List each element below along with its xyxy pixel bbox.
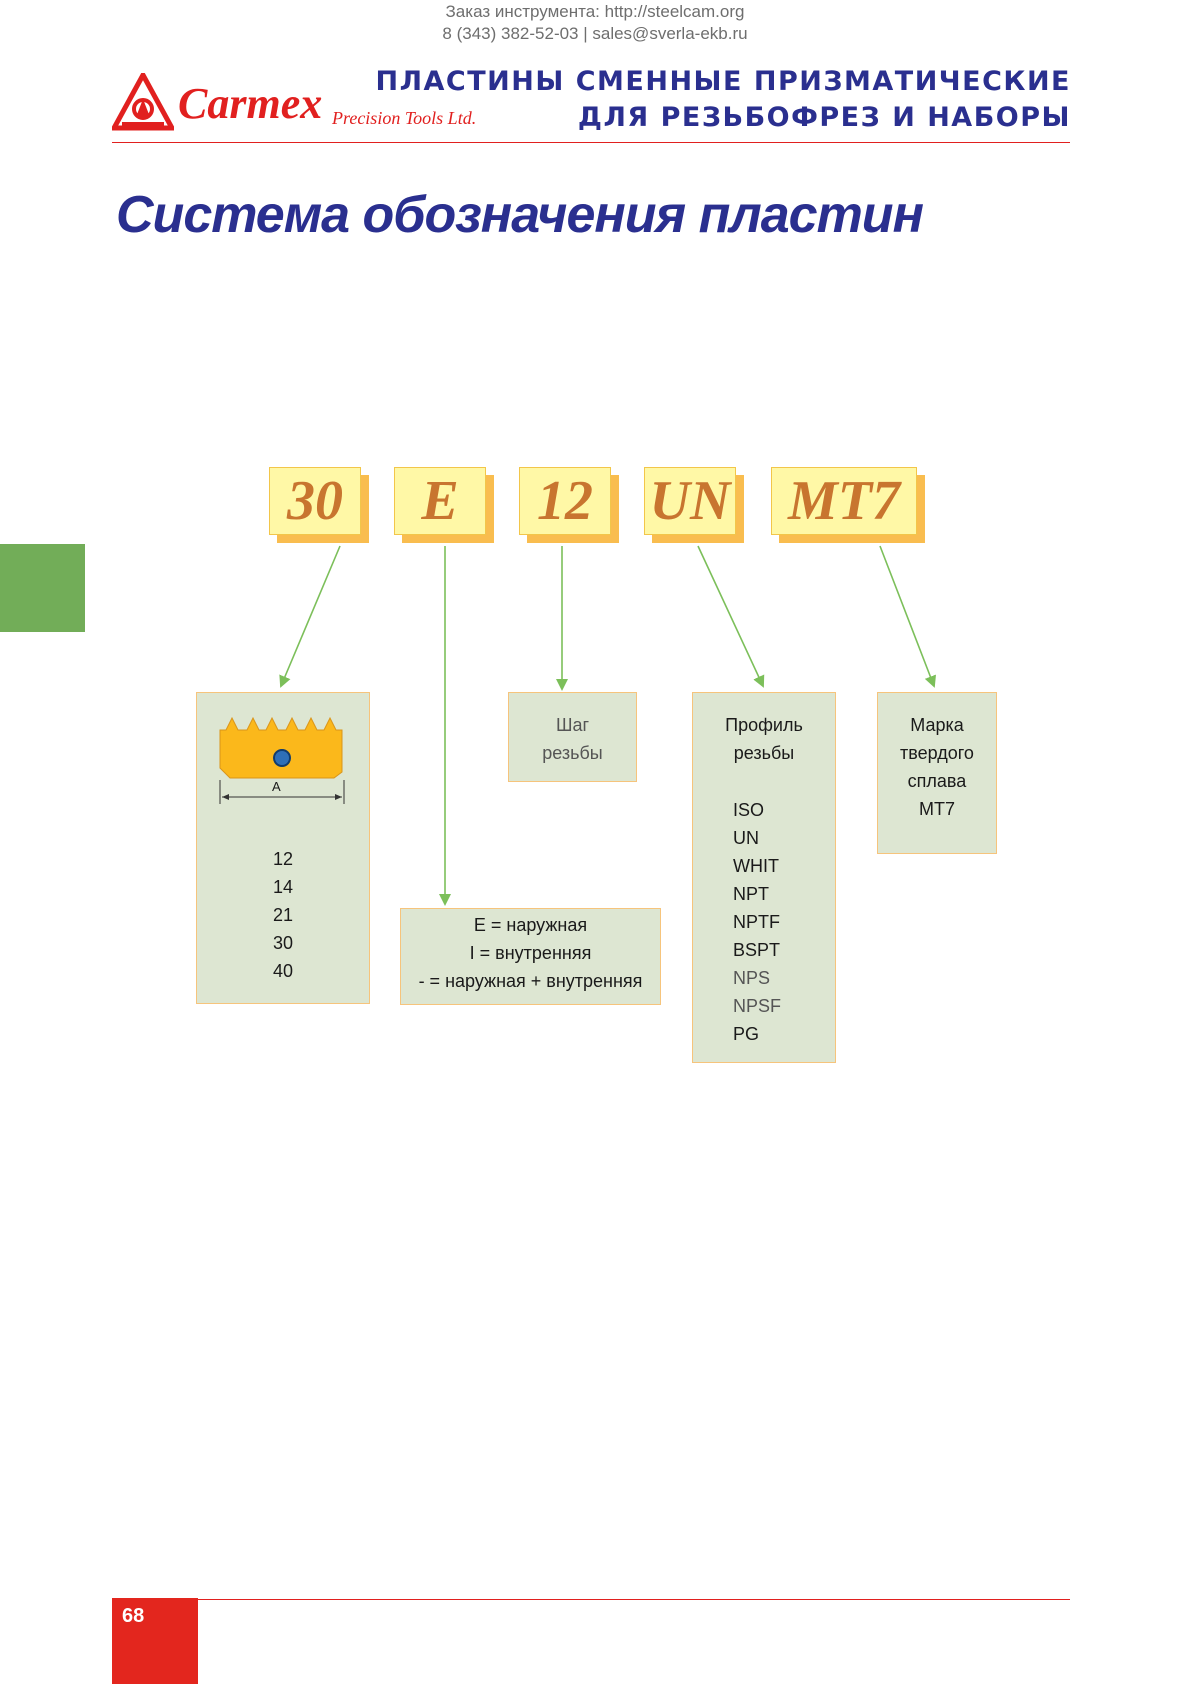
- grade-panel: [877, 692, 997, 854]
- type-both: - = наружная + внутренняя: [418, 971, 643, 991]
- grade-line: сплава: [907, 771, 967, 791]
- carmex-logo-icon: [109, 69, 177, 131]
- grade-line: Марка: [910, 715, 964, 735]
- profile-heading-line1: Профиль: [725, 715, 803, 735]
- profile-item: UN: [733, 828, 759, 848]
- grade-line: MT7: [919, 799, 955, 819]
- section-tab: [0, 544, 85, 632]
- page-title: Система обозначения пластин: [116, 186, 924, 244]
- profile-panel: [692, 692, 836, 1063]
- page-number: 68: [122, 1605, 145, 1627]
- code-grade-text: MT7: [788, 470, 900, 532]
- size-item: 12: [273, 849, 294, 869]
- type-internal: I = внутренняя: [469, 943, 592, 963]
- header-rule: [112, 142, 1070, 143]
- header-title-line1: ПЛАСТИНЫ СМЕННЫЕ ПРИЗМАТИЧЕСКИЕ: [375, 66, 1071, 97]
- code-pitch-text: 12: [537, 470, 593, 532]
- profile-item: NPT: [733, 884, 769, 904]
- profile-item: PG: [733, 1024, 760, 1044]
- pitch-label-line2: резьбы: [542, 743, 603, 763]
- code-size-text: 30: [287, 470, 343, 532]
- header-title-line2: ДЛЯ РЕЗЬБОФРЕЗ И НАБОРЫ: [577, 102, 1071, 133]
- dimension-label: A: [272, 779, 281, 794]
- profile-heading-line2: резьбы: [733, 743, 795, 763]
- pitch-label-line1: Шаг: [555, 715, 590, 735]
- profile-item: BSPT: [733, 940, 781, 960]
- profile-item: NPTF: [733, 912, 780, 932]
- code-box-grade: MT7: [771, 467, 925, 543]
- size-item: 21: [273, 905, 294, 925]
- code-box-size: 30: [269, 467, 369, 543]
- size-item: 40: [273, 961, 294, 981]
- code-box-profile: UN: [644, 467, 744, 543]
- type-external: E = наружная: [473, 915, 588, 935]
- size-item: 30: [273, 933, 294, 953]
- footer-rule: [112, 1599, 1070, 1600]
- code-profile-text: UN: [649, 470, 731, 532]
- profile-item: NPSF: [733, 996, 782, 1016]
- contact-order-line: Заказ инструмента: http://steelcam.org: [445, 2, 745, 21]
- profile-item: ISO: [733, 800, 765, 820]
- type-panel: [400, 908, 661, 1005]
- contact-phone-email-line: 8 (343) 382-52-03 | sales@sverla-ekb.ru: [442, 24, 748, 43]
- logo-subtitle: Precision Tools Ltd.: [332, 108, 477, 128]
- page-number-box: [112, 1598, 198, 1684]
- code-type-text: E: [421, 470, 459, 532]
- profile-item: WHIT: [733, 856, 779, 876]
- profile-item: NPS: [733, 968, 771, 988]
- grade-line: твердого: [900, 743, 974, 763]
- pitch-panel: [508, 692, 637, 782]
- size-item: 14: [273, 877, 294, 897]
- logo-brand: Carmex: [178, 79, 323, 128]
- code-box-pitch: 12: [519, 467, 619, 543]
- code-box-type: E: [394, 467, 494, 543]
- insert-drawing-icon: [216, 708, 350, 808]
